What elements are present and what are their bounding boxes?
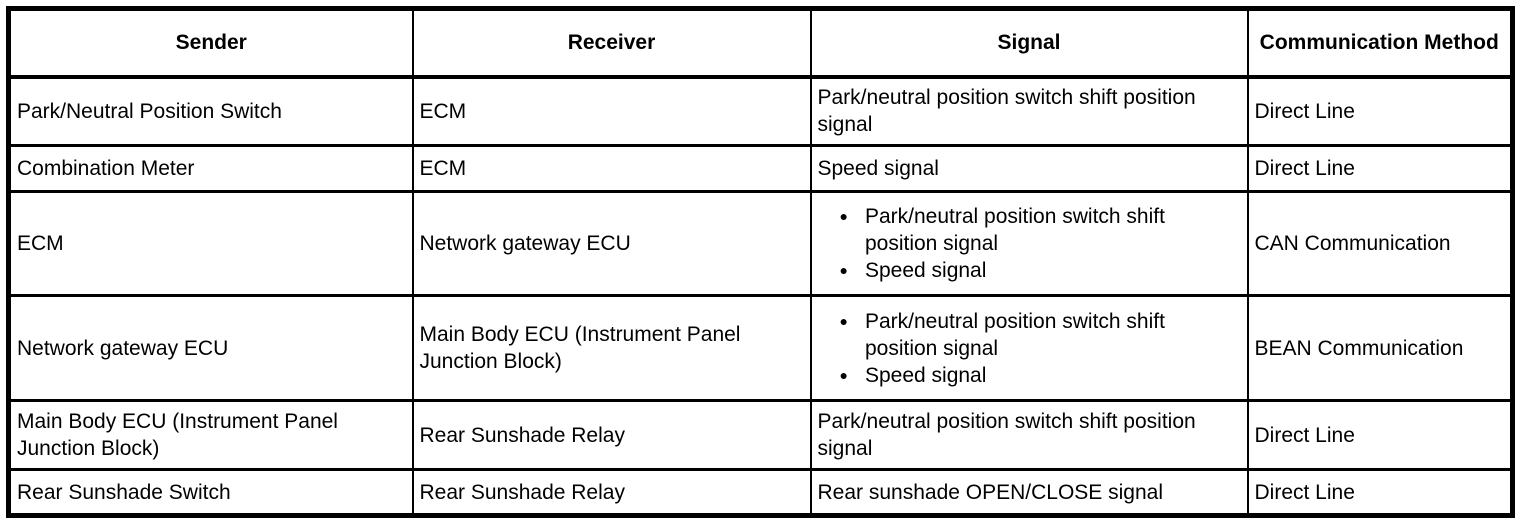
sender-cell: ECM [7,190,414,297]
table-row: Main Body ECU (Instrument Panel Junction… [7,399,1514,471]
receiver-cell: ECM [411,75,812,147]
signal-cell: Park/neutral position switch shift posit… [809,75,1249,147]
signal-cell: Rear sunshade OPEN/CLOSE signal [809,468,1249,517]
receiver-cell: Rear Sunshade Relay [411,468,812,517]
sender-cell: Rear Sunshade Switch [7,468,414,517]
receiver-cell: ECM [411,144,812,193]
column-header-receiver: Receiver [411,7,812,79]
bullet-icon: ● [839,208,848,224]
bullet-icon: ● [839,262,848,278]
communication-signal-table: Sender Receiver Signal Communication Met… [6,6,1515,518]
signal-text: Speed signal [864,363,987,387]
column-header-signal: Signal [809,7,1249,79]
sender-cell: Main Body ECU (Instrument Panel Junction… [7,399,414,471]
method-cell: Direct Line [1246,75,1514,147]
signal-cell: ● Park/neutral position switch shift pos… [809,294,1249,402]
receiver-cell: Main Body ECU (Instrument Panel Junction… [411,294,812,402]
table-row: Rear Sunshade Switch Rear Sunshade Relay… [7,468,1514,517]
method-cell: Direct Line [1246,399,1514,471]
sender-cell: Combination Meter [7,144,414,193]
table-row: Park/Neutral Position Switch ECM Park/ne… [7,75,1514,147]
signal-text: Speed signal [864,259,987,282]
signal-text: Speed signal [817,157,939,180]
signal-bullet-item: ● Speed signal [818,362,1243,389]
signal-cell: Park/neutral position switch shift posit… [809,399,1249,471]
signal-text: Rear sunshade OPEN/CLOSE signal [817,480,1164,504]
signal-text: Park/neutral position switch shift posit… [864,205,1165,255]
signal-bullet-item: ● Speed signal [818,257,1243,284]
table-row: ECM Network gateway ECU ● Park/neutral p… [7,190,1514,297]
signal-text: Park/neutral position switch shift posit… [817,410,1196,460]
signal-text: Park/neutral position switch shift posit… [817,86,1196,137]
table-row: Network gateway ECU Main Body ECU (Instr… [7,294,1514,402]
method-cell: BEAN Communication [1246,294,1514,402]
signal-bullet-item: ● Park/neutral position switch shift pos… [818,203,1243,257]
signal-cell: Speed signal [809,144,1249,193]
column-header-communication-method: Communication Method [1246,7,1514,79]
bullet-icon: ● [839,312,848,329]
sender-cell: Park/Neutral Position Switch [7,75,414,147]
signal-bullet-item: ● Park/neutral position switch shift pos… [818,308,1243,362]
method-cell: CAN Communication [1246,190,1514,297]
receiver-cell: Rear Sunshade Relay [411,399,812,471]
column-header-sender: Sender [7,7,414,79]
method-cell: Direct Line [1246,144,1514,193]
bullet-icon: ● [839,366,848,383]
sender-cell: Network gateway ECU [7,294,414,402]
table-row: Combination Meter ECM Speed signal Direc… [7,144,1514,193]
signal-text: Park/neutral position switch shift posit… [864,309,1165,360]
signal-cell: ● Park/neutral position switch shift pos… [809,190,1249,297]
receiver-cell: Network gateway ECU [411,190,812,297]
header-row: Sender Receiver Signal Communication Met… [7,7,1514,79]
method-cell: Direct Line [1246,468,1514,517]
